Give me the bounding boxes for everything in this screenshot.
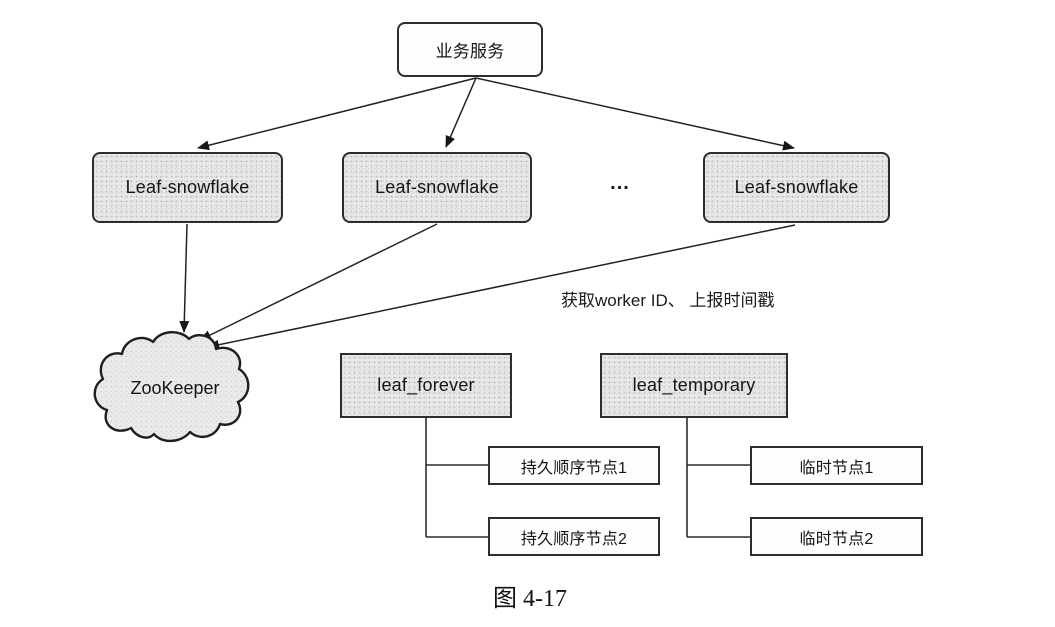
persistent-seq-2-label: 持久顺序节点2	[520, 530, 628, 548]
ellipsis-label: ...	[610, 171, 630, 194]
zookeeper-label: ZooKeeper	[130, 377, 220, 398]
node-leaf-snowflake-1: Leaf-snowflake	[92, 152, 283, 223]
tree-connector-temporary	[686, 418, 750, 538]
node-leaf-snowflake-2: Leaf-snowflake	[342, 152, 532, 223]
tree-connector-forever	[425, 418, 488, 538]
leaf-snowflake-3-label: Leaf-snowflake	[734, 177, 859, 197]
leaf-forever-label: leaf_forever	[377, 375, 475, 395]
node-persistent-seq-2: 持久顺序节点2	[488, 517, 660, 556]
business-service-label: 业务服务	[435, 42, 505, 61]
node-business-service: 业务服务	[397, 22, 543, 77]
annotation-get-worker-id: 获取worker ID、 上报时间戳	[561, 291, 775, 310]
temp-2-label: 临时节点2	[799, 530, 874, 548]
arrows-leaf-to-zookeeper	[179, 223, 796, 350]
node-leaf-snowflake-3: Leaf-snowflake	[703, 152, 890, 223]
node-leaf-temporary: leaf_temporary	[600, 353, 788, 418]
node-persistent-seq-1: 持久顺序节点1	[488, 446, 660, 485]
node-leaf-forever: leaf_forever	[340, 353, 512, 418]
arrow-leaf2-to-zookeeper	[199, 223, 438, 341]
arrow-biz-to-leaf3	[475, 77, 795, 151]
node-temp-2: 临时节点2	[750, 517, 923, 556]
leaf-snowflake-1-label: Leaf-snowflake	[125, 177, 250, 197]
arrow-biz-to-leaf2	[445, 77, 477, 148]
temp-1-label: 临时节点1	[799, 459, 874, 477]
leaf-snowflake-2-label: Leaf-snowflake	[375, 177, 499, 197]
figure-caption: 图 4-17	[493, 586, 567, 612]
arrows-biz-to-leaf	[197, 77, 795, 151]
node-temp-1: 临时节点1	[750, 446, 923, 485]
arrow-leaf3-to-zookeeper	[207, 224, 796, 350]
leaf-temporary-label: leaf_temporary	[632, 375, 756, 395]
persistent-seq-1-label: 持久顺序节点1	[520, 459, 628, 477]
arrow-leaf1-to-zookeeper	[179, 223, 190, 333]
zookeeper-cloud-shape	[93, 331, 250, 443]
arrow-biz-to-leaf1	[197, 77, 477, 151]
